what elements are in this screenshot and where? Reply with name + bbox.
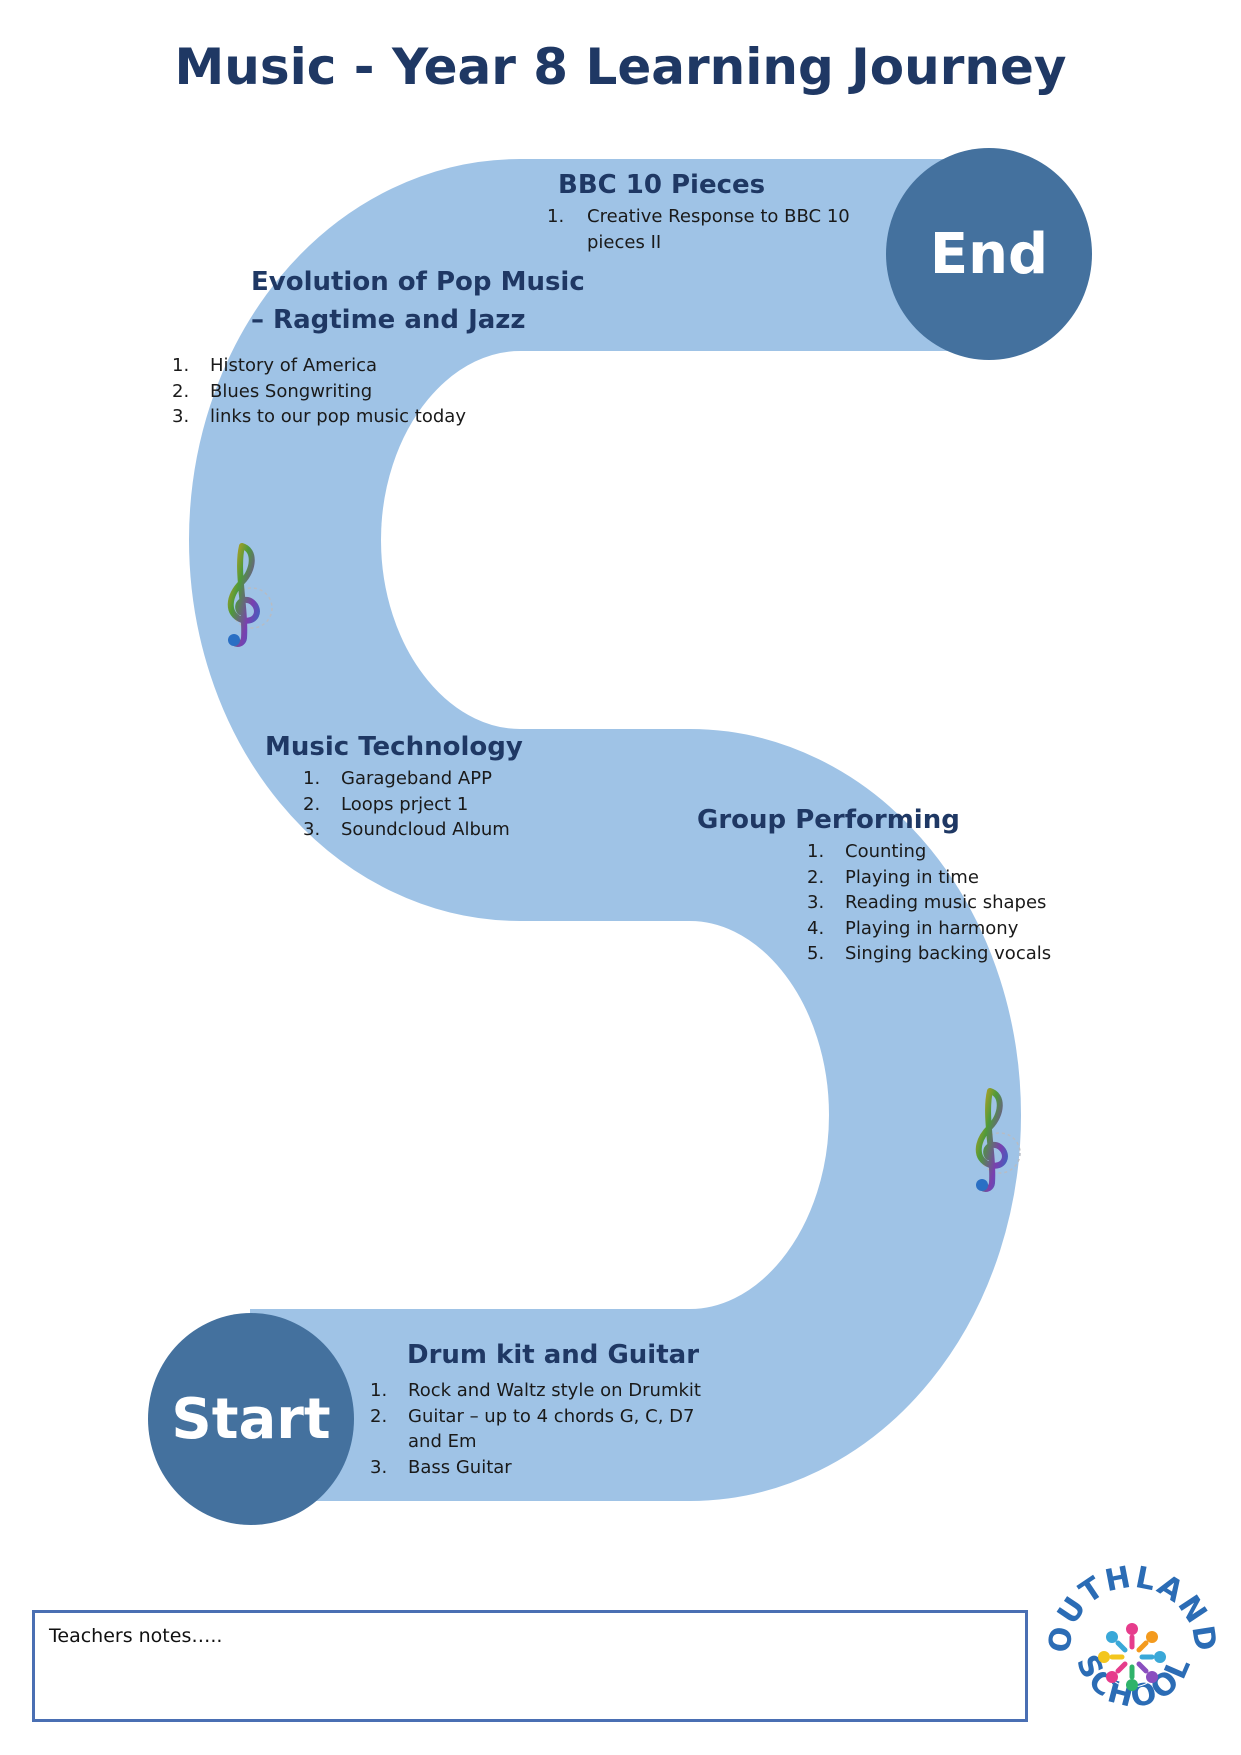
item-number: 1. [370,1380,388,1401]
list-item: 5. Singing backing vocals [807,941,1057,967]
item-number: 2. [807,866,825,888]
item-number: 3. [303,819,321,840]
item-text: Blues Songwriting [210,380,373,402]
journey-path-band [189,159,1021,1501]
list-item: 1. Creative Response to BBC 10 pieces II [547,204,877,255]
section-bbc-10-pieces: BBC 10 Pieces 1. Creative Response to BB… [547,166,877,255]
item-number: 4. [807,917,825,939]
teachers-notes-box[interactable]: Teachers notes….. [32,1610,1028,1722]
section-heading: Group Performing [697,805,960,835]
item-number: 1. [807,841,825,862]
start-label: Start [171,1386,331,1452]
list-item: 4. Playing in harmony [807,916,1057,942]
item-text: pieces II [587,231,662,253]
item-number: 3. [370,1456,388,1478]
section-list: 1. Creative Response to BBC 10 pieces II [547,204,877,255]
section-evolution-of-pop: Evolution of Pop Music – Ragtime and Jaz… [172,263,592,430]
item-number: 5. [807,943,825,964]
item-number: 3. [172,406,190,427]
item-number: 3. [807,892,825,913]
section-heading: Evolution of Pop Music – Ragtime and Jaz… [251,263,592,339]
list-item: 1. Counting [807,839,1057,865]
item-number: 1. [172,355,190,376]
southlands-school-logo: SOUTHLANDS SCHOOL [1040,1545,1221,1715]
item-number: 2. [172,380,190,402]
start-milestone: Start [148,1313,354,1525]
item-number: 1. [303,768,321,789]
section-heading: BBC 10 Pieces [558,170,766,200]
item-text: Soundcloud Album [341,819,510,840]
item-text: Reading music shapes [845,892,1047,913]
item-text: Bass Guitar [408,1456,512,1478]
item-text: Singing backing vocals [845,943,1052,964]
item-text: Garageband APP [341,768,492,789]
section-heading: Drum kit and Guitar [407,1340,700,1370]
list-item: 3. Reading music shapes [807,890,1057,916]
item-text: History of America [210,355,378,376]
list-item: 2. Playing in time [807,865,1057,891]
list-item: 1. Garageband APP [303,766,585,792]
treble-clef-icon [227,543,273,647]
heading-line: – Ragtime and Jazz [251,305,526,335]
section-heading: Music Technology [265,732,523,762]
item-number: 2. [370,1405,388,1427]
list-item: 2. Blues Songwriting [172,379,592,405]
list-item: 1. Rock and Waltz style on Drumkit [370,1378,730,1404]
item-text: Creative Response to BBC 10 [587,206,850,227]
item-text: links to our pop music today [210,406,466,427]
section-list: 1. History of America 2. Blues Songwriti… [172,353,592,430]
item-number: 1. [547,206,565,227]
item-text: Playing in harmony [845,917,1019,939]
end-milestone: End [886,148,1092,360]
section-group-performing: Group Performing 1. Counting 2. Playing … [697,801,1057,967]
item-text: and Em [408,1431,477,1452]
section-list: 1. Counting 2. Playing in time 3. Readin… [807,839,1057,967]
section-list: 1. Garageband APP 2. Loops prject 1 3. S… [303,766,585,843]
list-item: 2. Loops prject 1 [303,792,585,818]
list-item: 1. History of America [172,353,592,379]
heading-line: Evolution of Pop Music [251,267,585,297]
item-number: 2. [303,793,321,815]
section-music-technology: Music Technology 1. Garageband APP 2. Lo… [265,728,585,843]
list-item: 3. links to our pop music today [172,404,592,430]
teachers-notes-label: Teachers notes….. [49,1625,223,1647]
end-label: End [929,221,1049,287]
list-item: 3. Soundcloud Album [303,817,585,843]
list-item: 3. Bass Guitar [370,1455,730,1481]
treble-clef-icon [975,1088,1021,1192]
item-text: Loops prject 1 [341,793,469,815]
list-item: 2. Guitar – up to 4 chords G, C, D7 and … [370,1404,730,1455]
item-text: Counting [845,841,927,862]
item-text: Guitar – up to 4 chords G, C, D7 [408,1405,695,1427]
page-title: Music - Year 8 Learning Journey [174,38,1067,96]
item-text: Playing in time [845,866,979,888]
section-drum-kit-and-guitar: Drum kit and Guitar 1. Rock and Waltz st… [370,1336,730,1480]
section-list: 1. Rock and Waltz style on Drumkit 2. Gu… [370,1378,730,1480]
item-text: Rock and Waltz style on Drumkit [408,1380,701,1401]
